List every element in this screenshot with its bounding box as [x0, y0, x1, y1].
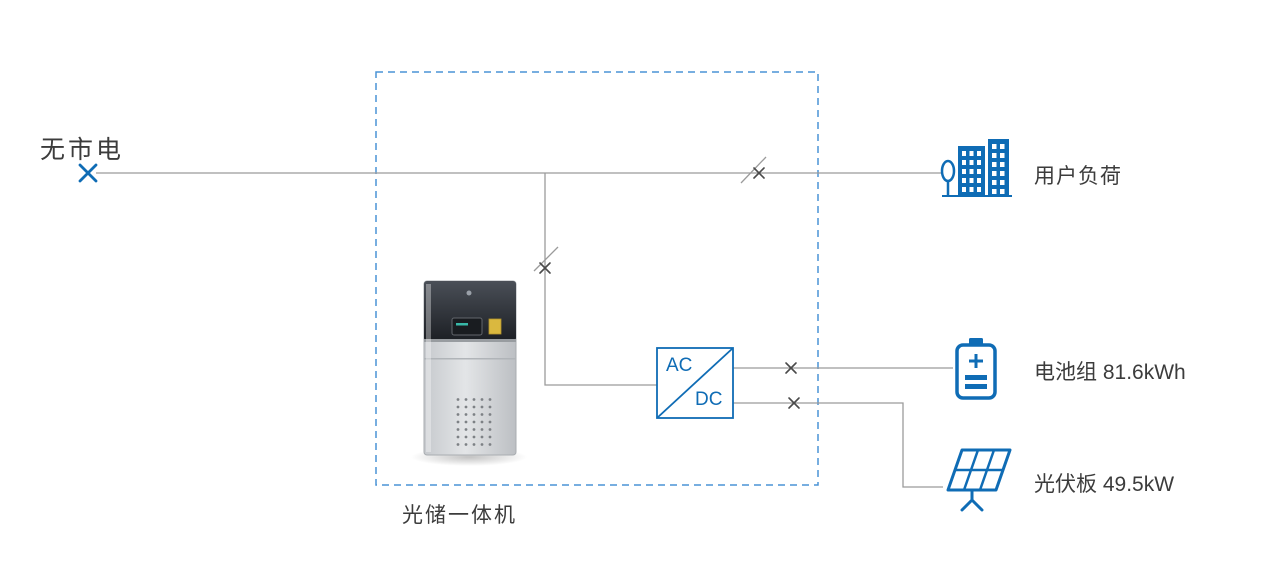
cabinet-display-screen	[451, 317, 483, 336]
battery-icon	[955, 338, 997, 400]
machine-cabinet-image	[411, 280, 527, 466]
label-no-grid: 无市电	[40, 136, 125, 164]
converter-breaker-icon	[533, 246, 559, 274]
grid-disconnect-x-icon	[78, 163, 98, 183]
converter-dc-label: DC	[695, 389, 723, 410]
cabinet-vent-grid	[452, 394, 496, 448]
label-user-load: 用户负荷	[1034, 165, 1122, 188]
building-icon	[940, 139, 1012, 197]
pv-wire	[733, 402, 943, 488]
converter-input-wire	[544, 173, 657, 386]
cabinet-warning-sticker	[488, 318, 502, 335]
load-breaker-icon	[740, 156, 767, 184]
machine-boundary-box	[375, 71, 819, 486]
label-pv-power: 光伏板 49.5kW	[1034, 473, 1175, 496]
converter-ac-label: AC	[666, 355, 693, 376]
battery-switch-x-icon	[785, 362, 797, 374]
solar-panel-icon	[946, 448, 1012, 512]
label-battery-capacity: 电池组 81.6kWh	[1034, 361, 1186, 384]
label-machine-name: 光储一体机	[402, 504, 517, 527]
pv-switch-x-icon	[788, 397, 800, 409]
cabinet-logo-mark	[466, 290, 472, 296]
ac-dc-converter-icon	[656, 347, 734, 419]
